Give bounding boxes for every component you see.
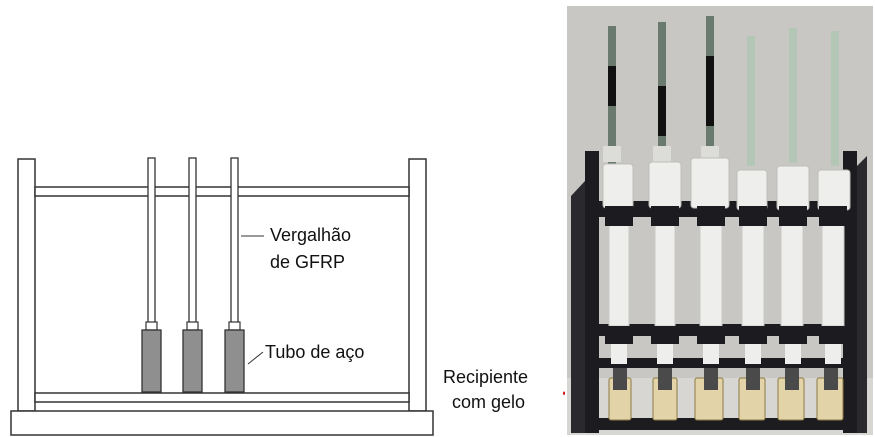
frame-right-post — [408, 158, 427, 412]
frame-top-beam — [34, 186, 410, 197]
rack-clamp — [819, 326, 847, 344]
specimen — [690, 16, 730, 421]
tube-label: Tubo de aço — [265, 342, 364, 362]
tube-leader-line — [247, 351, 264, 365]
gfrp-rebar — [188, 157, 197, 331]
steel-tube — [224, 329, 245, 393]
frame-bottom-beam — [34, 392, 410, 403]
rack-clamp — [739, 206, 767, 226]
rack-right-side — [857, 156, 867, 433]
rack-bottom-rail — [585, 418, 857, 430]
rack-clamp — [779, 206, 807, 226]
gfrp-rebar — [147, 157, 156, 331]
rack-left-post — [585, 151, 599, 433]
rack-clamp — [739, 326, 767, 344]
rebar-label-line1: Vergalhão — [270, 225, 351, 245]
rack-clamp — [697, 326, 725, 344]
test-rig-schematic: Vergalhão de GFRP Tubo de aço Recipiente… — [10, 157, 565, 436]
rack-clamp — [605, 326, 633, 344]
rebar-connector — [186, 321, 199, 331]
rack-lower-shelf — [593, 358, 851, 368]
container-label-line2: com gelo — [452, 392, 525, 412]
specimen — [816, 31, 851, 421]
specimen — [736, 36, 768, 421]
container-label-line1: Recipiente — [443, 367, 528, 387]
steel-tube — [141, 329, 162, 393]
rebar-connector — [228, 321, 241, 331]
frame-left-post — [17, 158, 36, 412]
rack-clamp — [605, 206, 633, 226]
rack-clamp — [651, 206, 679, 226]
rack-left-side — [571, 181, 585, 433]
rack-clamp — [697, 206, 725, 226]
rebar-label-line2: de GFRP — [270, 252, 345, 272]
rebar-connector — [145, 321, 158, 331]
frame-base-plate — [10, 410, 434, 436]
steel-tube — [182, 329, 203, 393]
specimen — [648, 22, 682, 421]
container-pointer — [562, 391, 565, 395]
specimen — [776, 28, 810, 421]
rack-clamp — [779, 326, 807, 344]
rack-clamp — [651, 326, 679, 344]
gfrp-rebar — [230, 157, 239, 331]
test-rig-photo — [567, 6, 873, 435]
rack-clamp — [819, 206, 847, 226]
